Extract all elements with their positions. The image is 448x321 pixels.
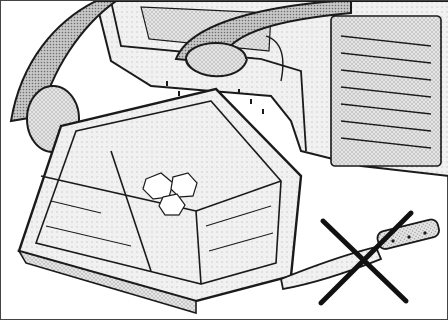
prohibited-cross-icon xyxy=(321,213,411,303)
knife-icon xyxy=(281,218,441,289)
